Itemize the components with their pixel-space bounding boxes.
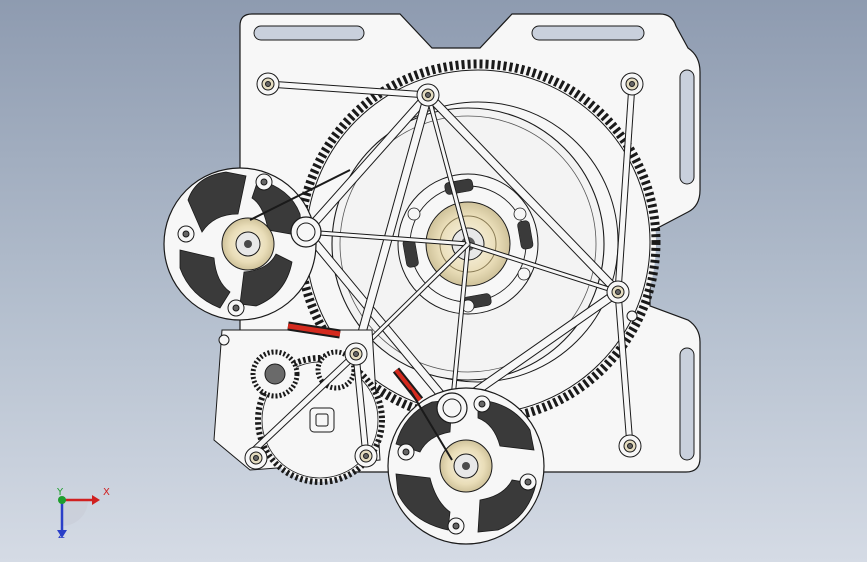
slot-top-left [253, 25, 365, 41]
motor-wires [287, 321, 424, 403]
bolt [256, 72, 280, 96]
axis-z-label: Z [58, 530, 65, 541]
bolt [255, 173, 273, 191]
axis-triad [57, 495, 100, 538]
idler-pulleys [290, 216, 468, 424]
left-wheel-module [163, 167, 351, 321]
slot-right-lower [679, 347, 695, 461]
bottom-wheel-module [387, 387, 545, 545]
bolt [447, 517, 465, 535]
axis-x-label: X [103, 487, 110, 498]
bolt [397, 443, 415, 461]
bolt [344, 342, 368, 366]
lower-gear-frame [213, 329, 385, 485]
bolt [606, 280, 630, 304]
slot-top-right [531, 25, 645, 41]
bolt [218, 334, 230, 346]
axis-y-label: Y [57, 487, 64, 498]
bolt [177, 225, 195, 243]
plate-slots [253, 25, 695, 461]
slot-right-upper [679, 69, 695, 185]
bolt [227, 299, 245, 317]
bolt [519, 473, 537, 491]
bolt [626, 310, 638, 322]
bolt [416, 83, 440, 107]
bolt [244, 446, 268, 470]
front-frame [267, 80, 636, 447]
bolt [354, 444, 378, 468]
y-axis-dot [58, 496, 66, 504]
bolt [620, 72, 644, 96]
bolt [473, 395, 491, 413]
bolt [618, 434, 642, 458]
fastener-bolts [177, 72, 644, 535]
